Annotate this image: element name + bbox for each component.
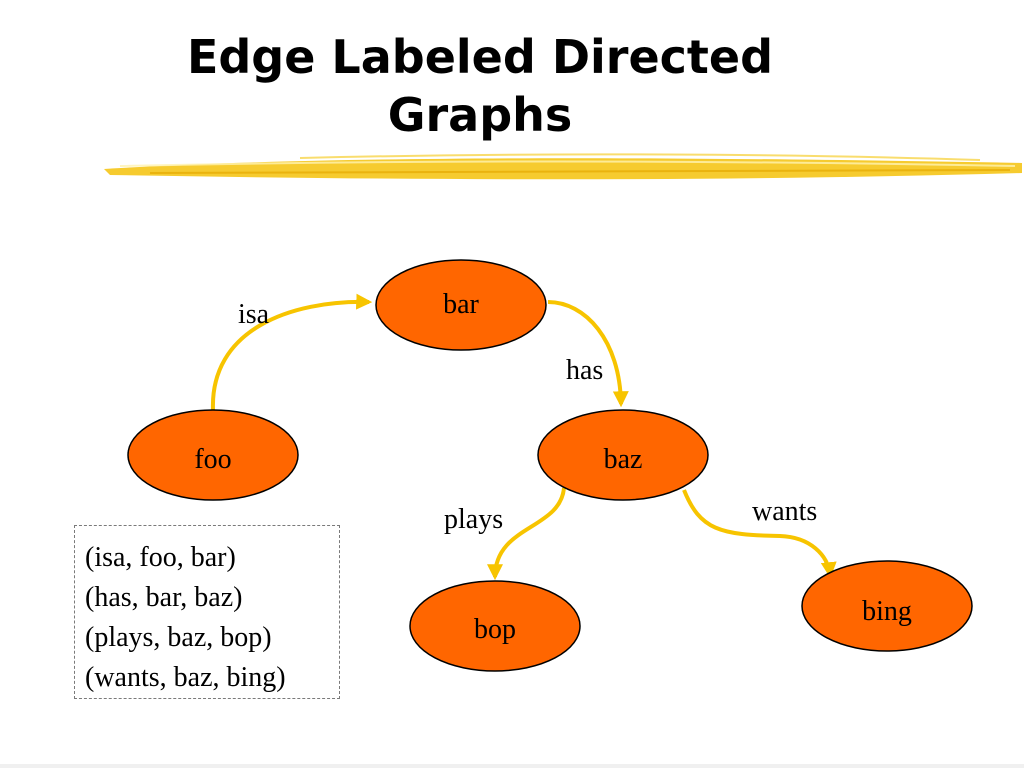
node-bop: bop (409, 580, 581, 672)
triple-item: (has, bar, baz) (85, 582, 243, 613)
edge-label-isa: isa (238, 299, 270, 330)
edge-label-wants: wants (752, 496, 817, 527)
title-line-2: Graphs (387, 88, 573, 142)
triple-item: (isa, foo, bar) (85, 542, 236, 573)
triple-item: (wants, baz, bing) (85, 662, 286, 693)
node-bar-label: bar (443, 289, 479, 320)
node-baz-label: baz (604, 444, 643, 475)
edge-wants (682, 489, 837, 579)
node-bing: bing (801, 560, 973, 652)
slide-title: Edge Labeled Directed Graphs (140, 28, 820, 144)
title-line-1: Edge Labeled Directed (186, 30, 774, 84)
triples-list: (isa, foo, bar) (has, bar, baz) (plays, … (74, 525, 340, 699)
edge-label-plays: plays (444, 504, 503, 535)
node-foo: foo (127, 409, 299, 501)
node-bing-label: bing (862, 596, 912, 627)
node-bar: bar (375, 259, 547, 351)
node-bop-label: bop (474, 614, 516, 645)
edge-plays (487, 487, 566, 581)
edge-has (547, 300, 629, 408)
edge-isa (210, 293, 373, 411)
footer-rule (0, 764, 1024, 768)
node-baz: baz (537, 409, 709, 501)
node-foo-label: foo (194, 444, 231, 475)
edge-label-has: has (566, 355, 603, 386)
triple-item: (plays, baz, bop) (85, 622, 272, 653)
